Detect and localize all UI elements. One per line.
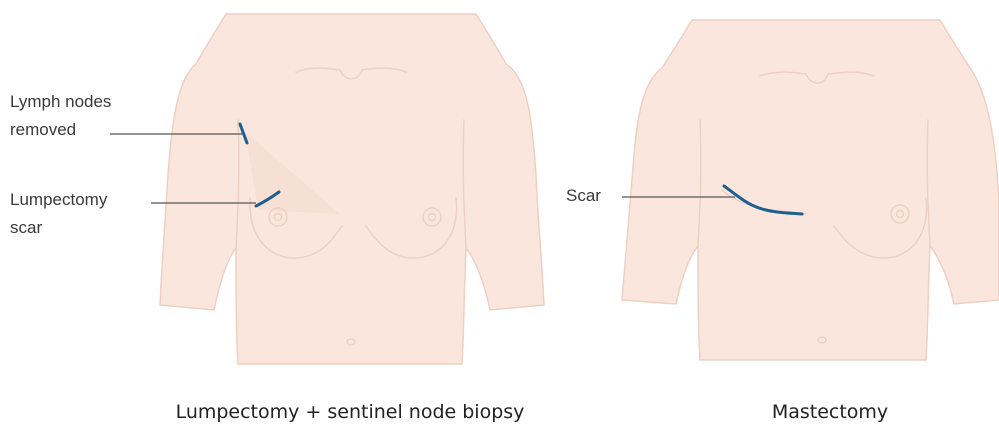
left-torso-figure: [110, 14, 544, 364]
lymph-nodes-label: Lymph nodes removed: [10, 88, 111, 144]
lumpectomy-caption: Lumpectomy + sentinel node biopsy: [120, 400, 580, 424]
right-torso-figure: [622, 20, 999, 360]
lumpectomy-scar-label: Lumpectomy scar: [10, 186, 107, 242]
mastectomy-caption: Mastectomy: [740, 400, 920, 424]
left-torso-body: [160, 14, 544, 364]
scar-label: Scar: [566, 182, 601, 210]
right-torso-body: [622, 20, 999, 360]
